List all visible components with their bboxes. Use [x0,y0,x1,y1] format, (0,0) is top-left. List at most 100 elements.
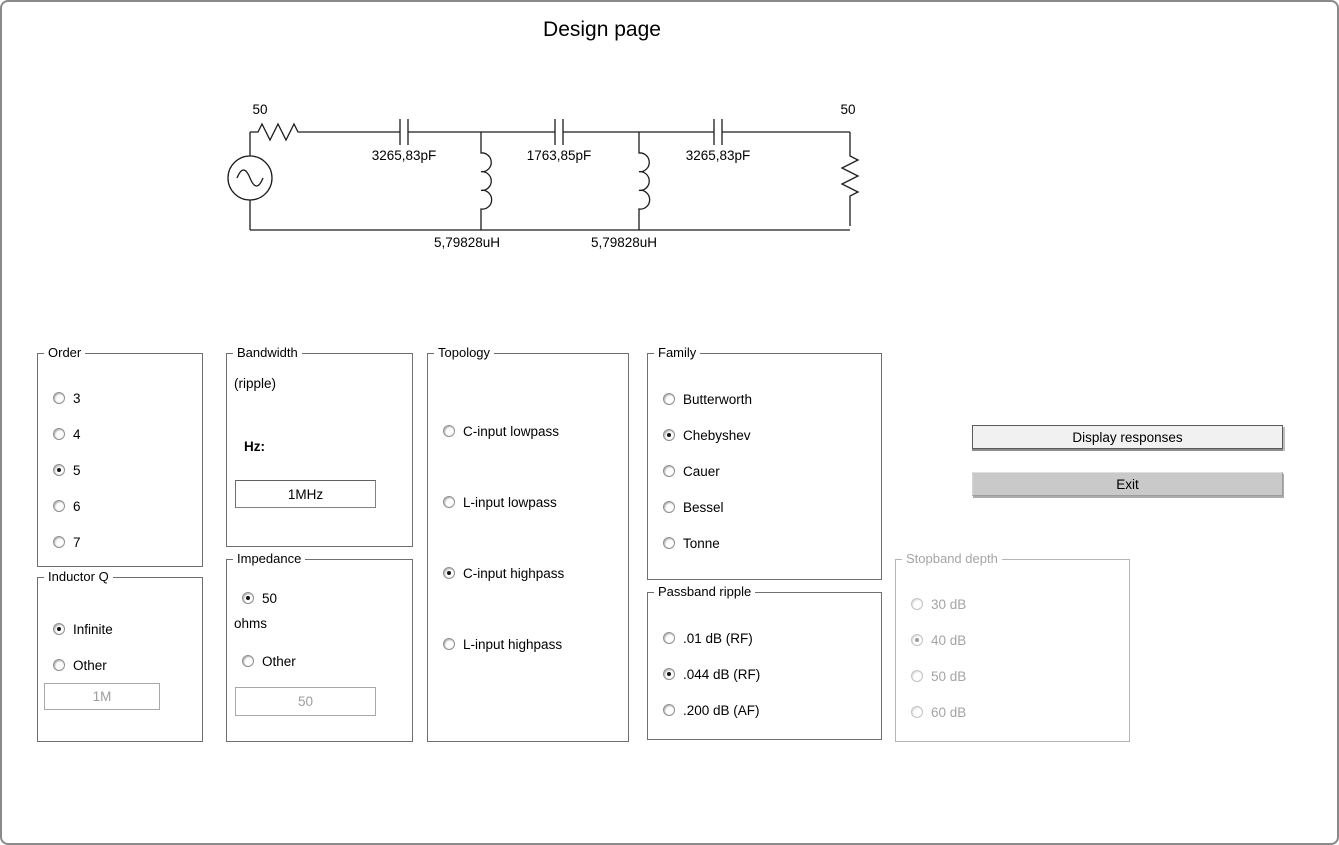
group-family-label: Family [654,345,701,360]
capacitor-1 [399,119,409,145]
bandwidth-ripple-note: (ripple) [234,376,277,391]
radio-button[interactable] [663,537,675,549]
radio-topology-option[interactable]: C-input highpass [443,566,564,581]
sine-icon [236,169,264,187]
radio-option-label: 3 [73,390,81,406]
radio-family-option[interactable]: Cauer [663,463,752,479]
radio-family-option[interactable]: Chebyshev [663,427,752,443]
radio-option-label: 50 dB [931,668,967,684]
radio-option-label: 40 dB [931,632,967,648]
radio-button[interactable] [443,425,455,437]
radio-button[interactable] [663,465,675,477]
group-family: Family Butterworth Chebyshev Cauer [647,345,882,580]
radio-button [911,598,923,610]
radio-family-option[interactable]: Tonne [663,536,752,551]
radio-option-label: Infinite [73,621,113,637]
radio-button[interactable] [663,393,675,405]
radio-stopband-depth-option: 50 dB [911,668,967,684]
radio-order-option[interactable]: 4 [53,426,81,442]
radio-option-label: C-input lowpass [463,423,560,439]
radio-button[interactable] [443,567,455,579]
radio-button[interactable] [663,632,675,644]
radio-option-label: 50 [262,590,278,606]
radio-option-label: 7 [73,534,81,550]
radio-passband-ripple-option[interactable]: .044 dB (RF) [663,667,760,682]
stopband-depth-options: 30 dB 40 dB 50 dB 60 dB [911,596,967,720]
group-inductor-q: Inductor Q Infinite Other [37,569,203,742]
radio-option-label: Chebyshev [683,427,751,443]
bandwidth-hz-label: Hz: [244,439,265,454]
radio-order-option[interactable]: 6 [53,498,81,514]
radio-button [911,706,923,718]
radio-option-label: 60 dB [931,704,967,720]
radio-family-option[interactable]: Bessel [663,500,752,515]
inductor-q-other-input [44,683,160,710]
group-order-label: Order [44,345,86,360]
radio-impedance-other[interactable]: Other [242,653,296,669]
radio-topology-option[interactable]: L-input lowpass [443,494,564,510]
radio-order-option[interactable]: 5 [53,463,81,478]
capacitor-3 [713,119,723,145]
radio-option-label: Other [262,653,296,669]
inductor-2-value: 5,79828uH [591,235,657,250]
radio-option-label: 30 dB [931,596,967,612]
radio-family-option[interactable]: Butterworth [663,391,753,407]
radio-button[interactable] [53,392,65,404]
radio-stopband-depth-option: 40 dB [911,632,967,648]
inductor-2 [638,132,651,230]
inductor-q-options: Infinite Other [53,621,113,673]
radio-topology-option[interactable]: L-input highpass [443,636,564,652]
radio-button[interactable] [53,536,65,548]
display-responses-button[interactable]: Display responses [972,425,1283,449]
capacitor-3-value: 3265,83pF [686,148,751,163]
radio-button[interactable] [663,501,675,513]
radio-inductor-q-option[interactable]: Other [53,658,113,673]
radio-button[interactable] [242,655,254,667]
group-impedance-label: Impedance [233,551,306,566]
radio-option-label: 6 [73,498,81,514]
group-bandwidth-label: Bandwidth [233,345,302,360]
topology-options: C-input lowpass L-input lowpass C-input … [443,423,564,652]
radio-inductor-q-option[interactable]: Infinite [53,621,113,637]
radio-button[interactable] [53,659,65,671]
radio-impedance-50[interactable]: 50 [242,590,278,606]
radio-button [911,670,923,682]
group-impedance: Impedance 50 ohms Other [226,551,413,742]
radio-button[interactable] [53,428,65,440]
radio-option-label: Cauer [683,463,720,479]
capacitor-2-value: 1763,85pF [527,148,592,163]
radio-button[interactable] [53,464,65,476]
radio-option-label: Butterworth [683,391,753,407]
radio-button[interactable] [53,623,65,635]
group-passband-ripple: Passband ripple .01 dB (RF) .044 dB (RF)… [647,584,882,740]
radio-option-label: L-input highpass [463,636,563,652]
radio-stopband-depth-option: 60 dB [911,704,967,720]
page-title: Design page [543,18,661,41]
radio-order-option[interactable]: 3 [53,390,81,406]
radio-order-option[interactable]: 7 [53,534,81,550]
radio-passband-ripple-option[interactable]: .01 dB (RF) [663,631,760,646]
radio-button[interactable] [443,638,455,650]
load-impedance-label: 50 [840,102,855,117]
exit-button[interactable]: Exit [972,472,1283,496]
radio-option-label: .200 dB (AF) [683,702,760,718]
radio-button[interactable] [663,704,675,716]
order-options: 3 4 5 6 7 [53,390,81,550]
radio-stopband-depth-option: 30 dB [911,596,967,612]
radio-button[interactable] [663,668,675,680]
group-passband-ripple-label: Passband ripple [654,584,756,599]
radio-button[interactable] [663,429,675,441]
radio-button[interactable] [443,496,455,508]
radio-topology-option[interactable]: C-input lowpass [443,423,564,439]
radio-option-label: L-input lowpass [463,494,557,510]
radio-button[interactable] [242,592,254,604]
load-resistor [840,132,860,226]
radio-button [911,634,923,646]
bandwidth-input[interactable] [235,480,376,508]
radio-option-label: 4 [73,426,81,442]
radio-button[interactable] [53,500,65,512]
source-impedance-label: 50 [252,102,267,117]
group-inductor-q-label: Inductor Q [44,569,113,584]
radio-passband-ripple-option[interactable]: .200 dB (AF) [663,702,760,718]
